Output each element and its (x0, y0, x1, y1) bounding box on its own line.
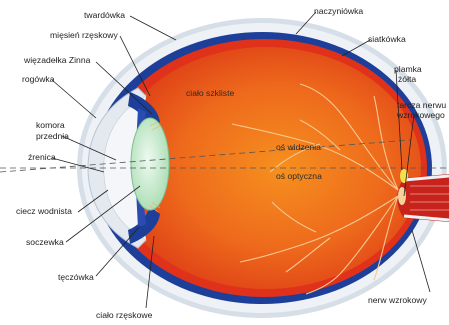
label-wiezadelka-zinna: więzadełka Zinna (23, 55, 91, 65)
label-twardowka: twardówka (84, 10, 125, 20)
label-nerw-wzrokowy: nerw wzrokowy (368, 295, 427, 305)
label-tarcza-2: wzrokowego (396, 110, 445, 120)
label-teczowka: tęczówka (58, 272, 94, 282)
label-ciecz-wodnista: ciecz wodnista (16, 206, 72, 216)
label-komora-1: komora (36, 120, 65, 130)
label-plamka-1: plamka (394, 64, 422, 74)
label-siatkowka: siatkówka (368, 34, 406, 44)
lens (131, 118, 169, 210)
label-os-widzenia: oś widzenia (276, 142, 321, 152)
label-zrenica: źrenica (28, 152, 56, 162)
label-tarcza-1: tarcza nerwu (397, 100, 446, 110)
label-rogowka: rogówka (22, 74, 55, 84)
label-cialo-rzeskowe: ciało rzęskowe (96, 310, 153, 320)
label-soczewka: soczewka (26, 237, 64, 247)
label-cialo-szkliste: ciało szkliste (186, 88, 234, 98)
label-os-optyczna: oś optyczna (276, 171, 322, 181)
label-naczyniowka: naczyniówka (314, 6, 363, 16)
label-plamka-2: żółta (398, 74, 416, 84)
label-miesien-rzeskowy: mięsień rzęskowy (50, 30, 119, 40)
label-komora-2: przednia (36, 131, 69, 141)
